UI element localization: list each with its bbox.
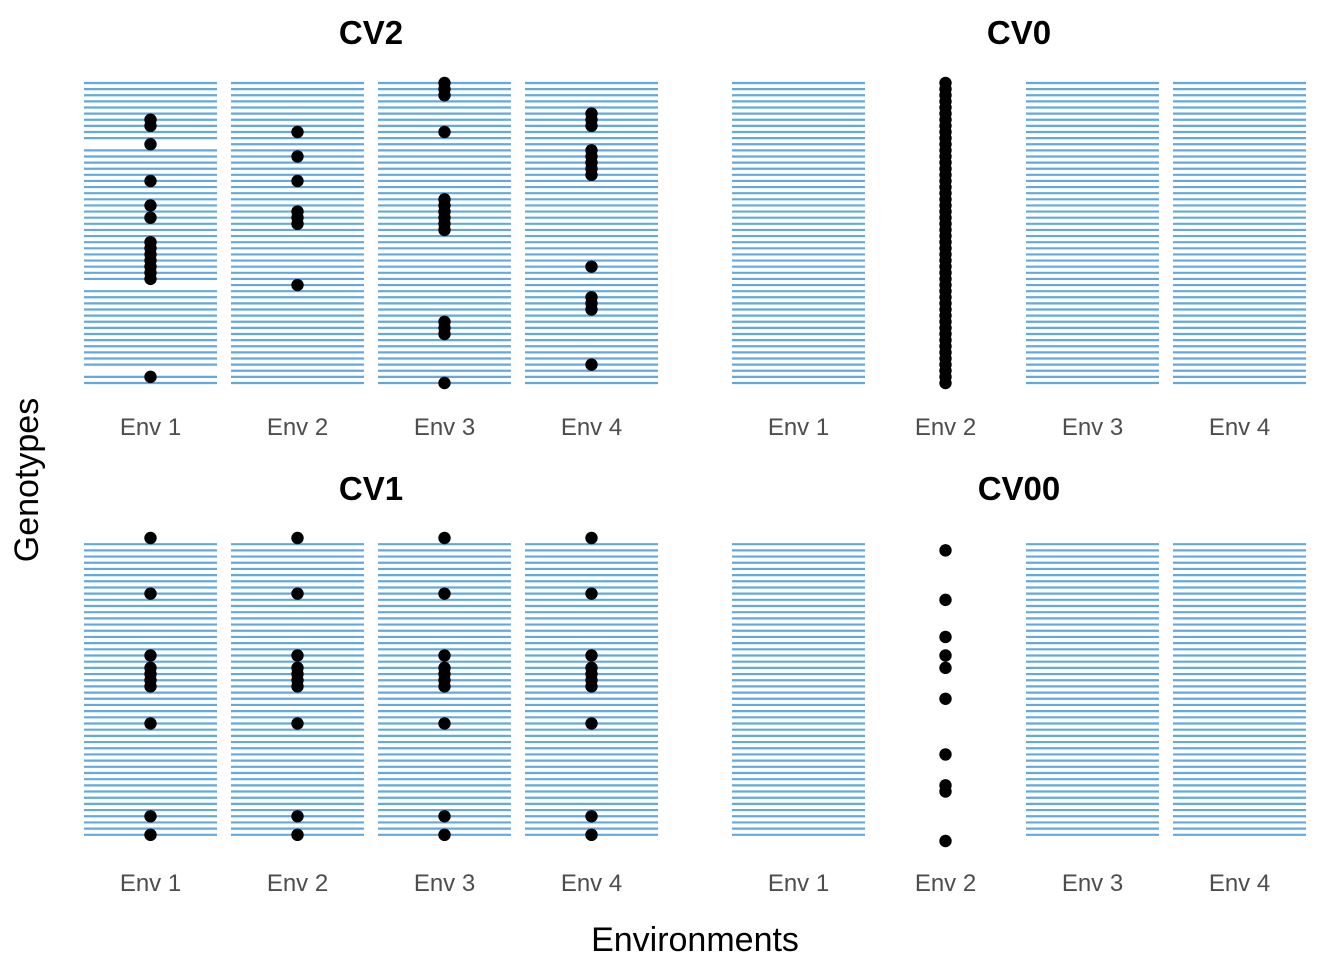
- test-point: [939, 544, 952, 557]
- test-point: [291, 680, 304, 693]
- test-point: [291, 587, 304, 600]
- test-point: [939, 785, 952, 798]
- x-tick-label: Env 2: [267, 870, 328, 897]
- test-point: [291, 717, 304, 730]
- x-axis-title: Environments: [591, 921, 799, 959]
- test-point: [291, 150, 304, 163]
- x-tick-label: Env 3: [1062, 870, 1123, 897]
- test-point: [144, 174, 157, 188]
- x-tick-label: Env 2: [267, 414, 328, 441]
- x-tick-label: Env 2: [915, 414, 976, 441]
- test-point: [585, 587, 598, 600]
- test-point: [438, 531, 451, 545]
- test-point: [291, 649, 304, 662]
- test-point: [144, 680, 157, 693]
- test-point: [144, 272, 157, 286]
- test-point: [438, 89, 451, 102]
- test-point: [291, 217, 304, 231]
- test-point: [939, 593, 952, 607]
- test-point: [291, 174, 304, 188]
- test-point: [939, 661, 952, 675]
- test-point: [585, 168, 598, 182]
- test-point: [939, 748, 952, 761]
- test-point: [291, 125, 304, 139]
- test-point: [144, 138, 157, 151]
- test-point: [585, 680, 598, 693]
- test-point: [438, 223, 451, 237]
- test-point: [291, 531, 304, 545]
- test-point: [585, 649, 598, 662]
- test-point: [438, 125, 451, 139]
- test-point: [291, 828, 304, 842]
- test-point: [585, 303, 598, 316]
- x-tick-label: Env 4: [561, 414, 622, 441]
- test-point: [144, 211, 157, 224]
- x-tick-label: Env 1: [768, 414, 829, 441]
- x-tick-label: Env 4: [1209, 414, 1270, 441]
- y-axis-title: Genotypes: [8, 398, 46, 562]
- test-point: [585, 531, 598, 545]
- test-point: [144, 649, 157, 662]
- x-tick-label: Env 1: [120, 414, 181, 441]
- x-tick-label: Env 4: [1209, 870, 1270, 897]
- panel-title: CV00: [978, 470, 1061, 507]
- test-point: [144, 810, 157, 823]
- test-point: [144, 199, 157, 212]
- test-point: [585, 828, 598, 842]
- test-point: [438, 587, 451, 600]
- x-tick-label: Env 3: [414, 870, 475, 897]
- test-point: [939, 649, 952, 662]
- panel-title: CV0: [987, 14, 1051, 51]
- test-point: [144, 370, 157, 384]
- x-tick-label: Env 1: [120, 870, 181, 897]
- test-point: [144, 828, 157, 842]
- test-point: [291, 278, 304, 292]
- test-point: [291, 810, 304, 823]
- test-point: [585, 358, 598, 371]
- test-point: [438, 376, 451, 390]
- test-point: [438, 327, 451, 341]
- test-point: [939, 834, 952, 848]
- test-point: [144, 587, 157, 600]
- test-point: [438, 680, 451, 693]
- test-point: [144, 531, 157, 545]
- x-tick-label: Env 1: [768, 870, 829, 897]
- test-point: [939, 376, 952, 390]
- test-point: [144, 119, 157, 133]
- test-point: [939, 630, 952, 644]
- test-point: [939, 692, 952, 705]
- x-tick-label: Env 3: [414, 414, 475, 441]
- x-tick-label: Env 2: [915, 870, 976, 897]
- panel-title: CV1: [339, 470, 403, 507]
- test-point: [585, 810, 598, 823]
- test-point: [585, 260, 598, 273]
- test-point: [144, 717, 157, 730]
- panel-title: CV2: [339, 14, 403, 51]
- x-tick-label: Env 3: [1062, 414, 1123, 441]
- test-point: [438, 649, 451, 662]
- test-point: [438, 810, 451, 823]
- test-point: [585, 119, 598, 133]
- test-point: [438, 717, 451, 730]
- test-point: [585, 717, 598, 730]
- test-point: [438, 828, 451, 842]
- x-tick-label: Env 4: [561, 870, 622, 897]
